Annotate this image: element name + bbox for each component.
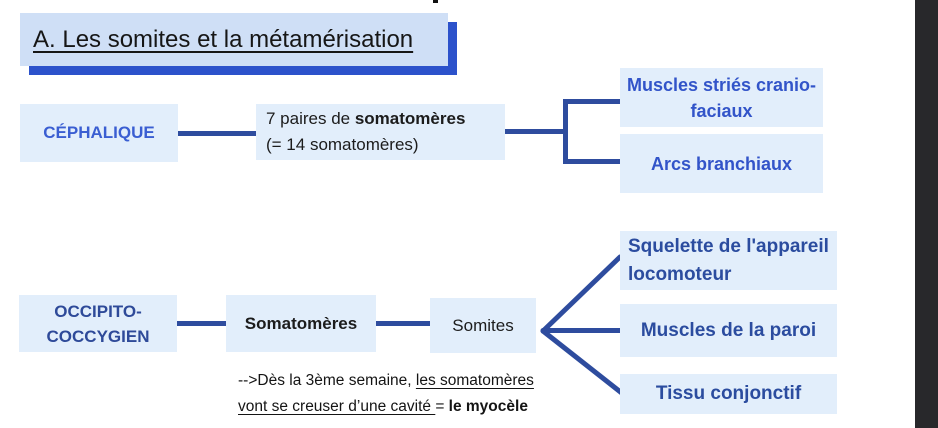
node-occipito-coccygien: OCCIPITO-COCCYGIEN <box>19 295 177 352</box>
node-arcs-branchiaux-label: Arcs branchiaux <box>650 153 793 174</box>
node-somatomeres: Somatomères <box>226 295 376 352</box>
title-box: A. Les somites et la métamérisation <box>20 13 448 66</box>
node-muscles-stries-label: Muscles striés cranio-faciaux <box>626 74 817 121</box>
node-cephalique: CÉPHALIQUE <box>20 104 178 162</box>
node-somites-label: Somites <box>452 315 514 335</box>
node-occipito-coccygien-label: OCCIPITO-COCCYGIEN <box>46 301 150 346</box>
note-line-2: vont se creuser d’une cavité = le myocèl… <box>238 398 528 415</box>
right-dark-panel <box>915 0 938 428</box>
node-somatomeres-label: Somatomères <box>244 313 358 333</box>
node-arcs-branchiaux: Arcs branchiaux <box>620 134 823 193</box>
fan-line-top <box>540 254 623 334</box>
node-somites: Somites <box>430 298 536 353</box>
note-line-1: -->Dès la 3ème semaine, les somatomères <box>238 372 534 389</box>
node-muscles-paroi-label: Muscles de la paroi <box>640 319 817 341</box>
node-tissu-conjonctif-label: Tissu conjonctif <box>655 383 802 404</box>
clipped-glyph <box>433 0 438 3</box>
node-7-paires-line1: 7 paires de somatomères <box>266 109 466 128</box>
fan-line-bottom <box>540 328 626 397</box>
node-squelette-appareil-locomoteur: Squelette de l'appareil locomoteur <box>620 231 837 290</box>
page-title: A. Les somites et la métamérisation <box>33 25 414 53</box>
note-myocele: -->Dès la 3ème semaine, les somatomères … <box>238 368 534 420</box>
node-squelette-label: Squelette de l'appareil locomoteur <box>628 235 829 285</box>
node-muscles-stries-cranio-faciaux: Muscles striés cranio-faciaux <box>620 68 823 127</box>
node-tissu-conjonctif: Tissu conjonctif <box>620 374 837 414</box>
bracket-top-outcomes <box>563 99 620 164</box>
node-muscles-de-la-paroi: Muscles de la paroi <box>620 304 837 357</box>
node-cephalique-label: CÉPHALIQUE <box>43 123 155 142</box>
node-7-paires-somatomeres: 7 paires de somatomères (= 14 somatomère… <box>256 104 505 160</box>
node-7-paires-line2: (= 14 somatomères) <box>266 135 419 154</box>
